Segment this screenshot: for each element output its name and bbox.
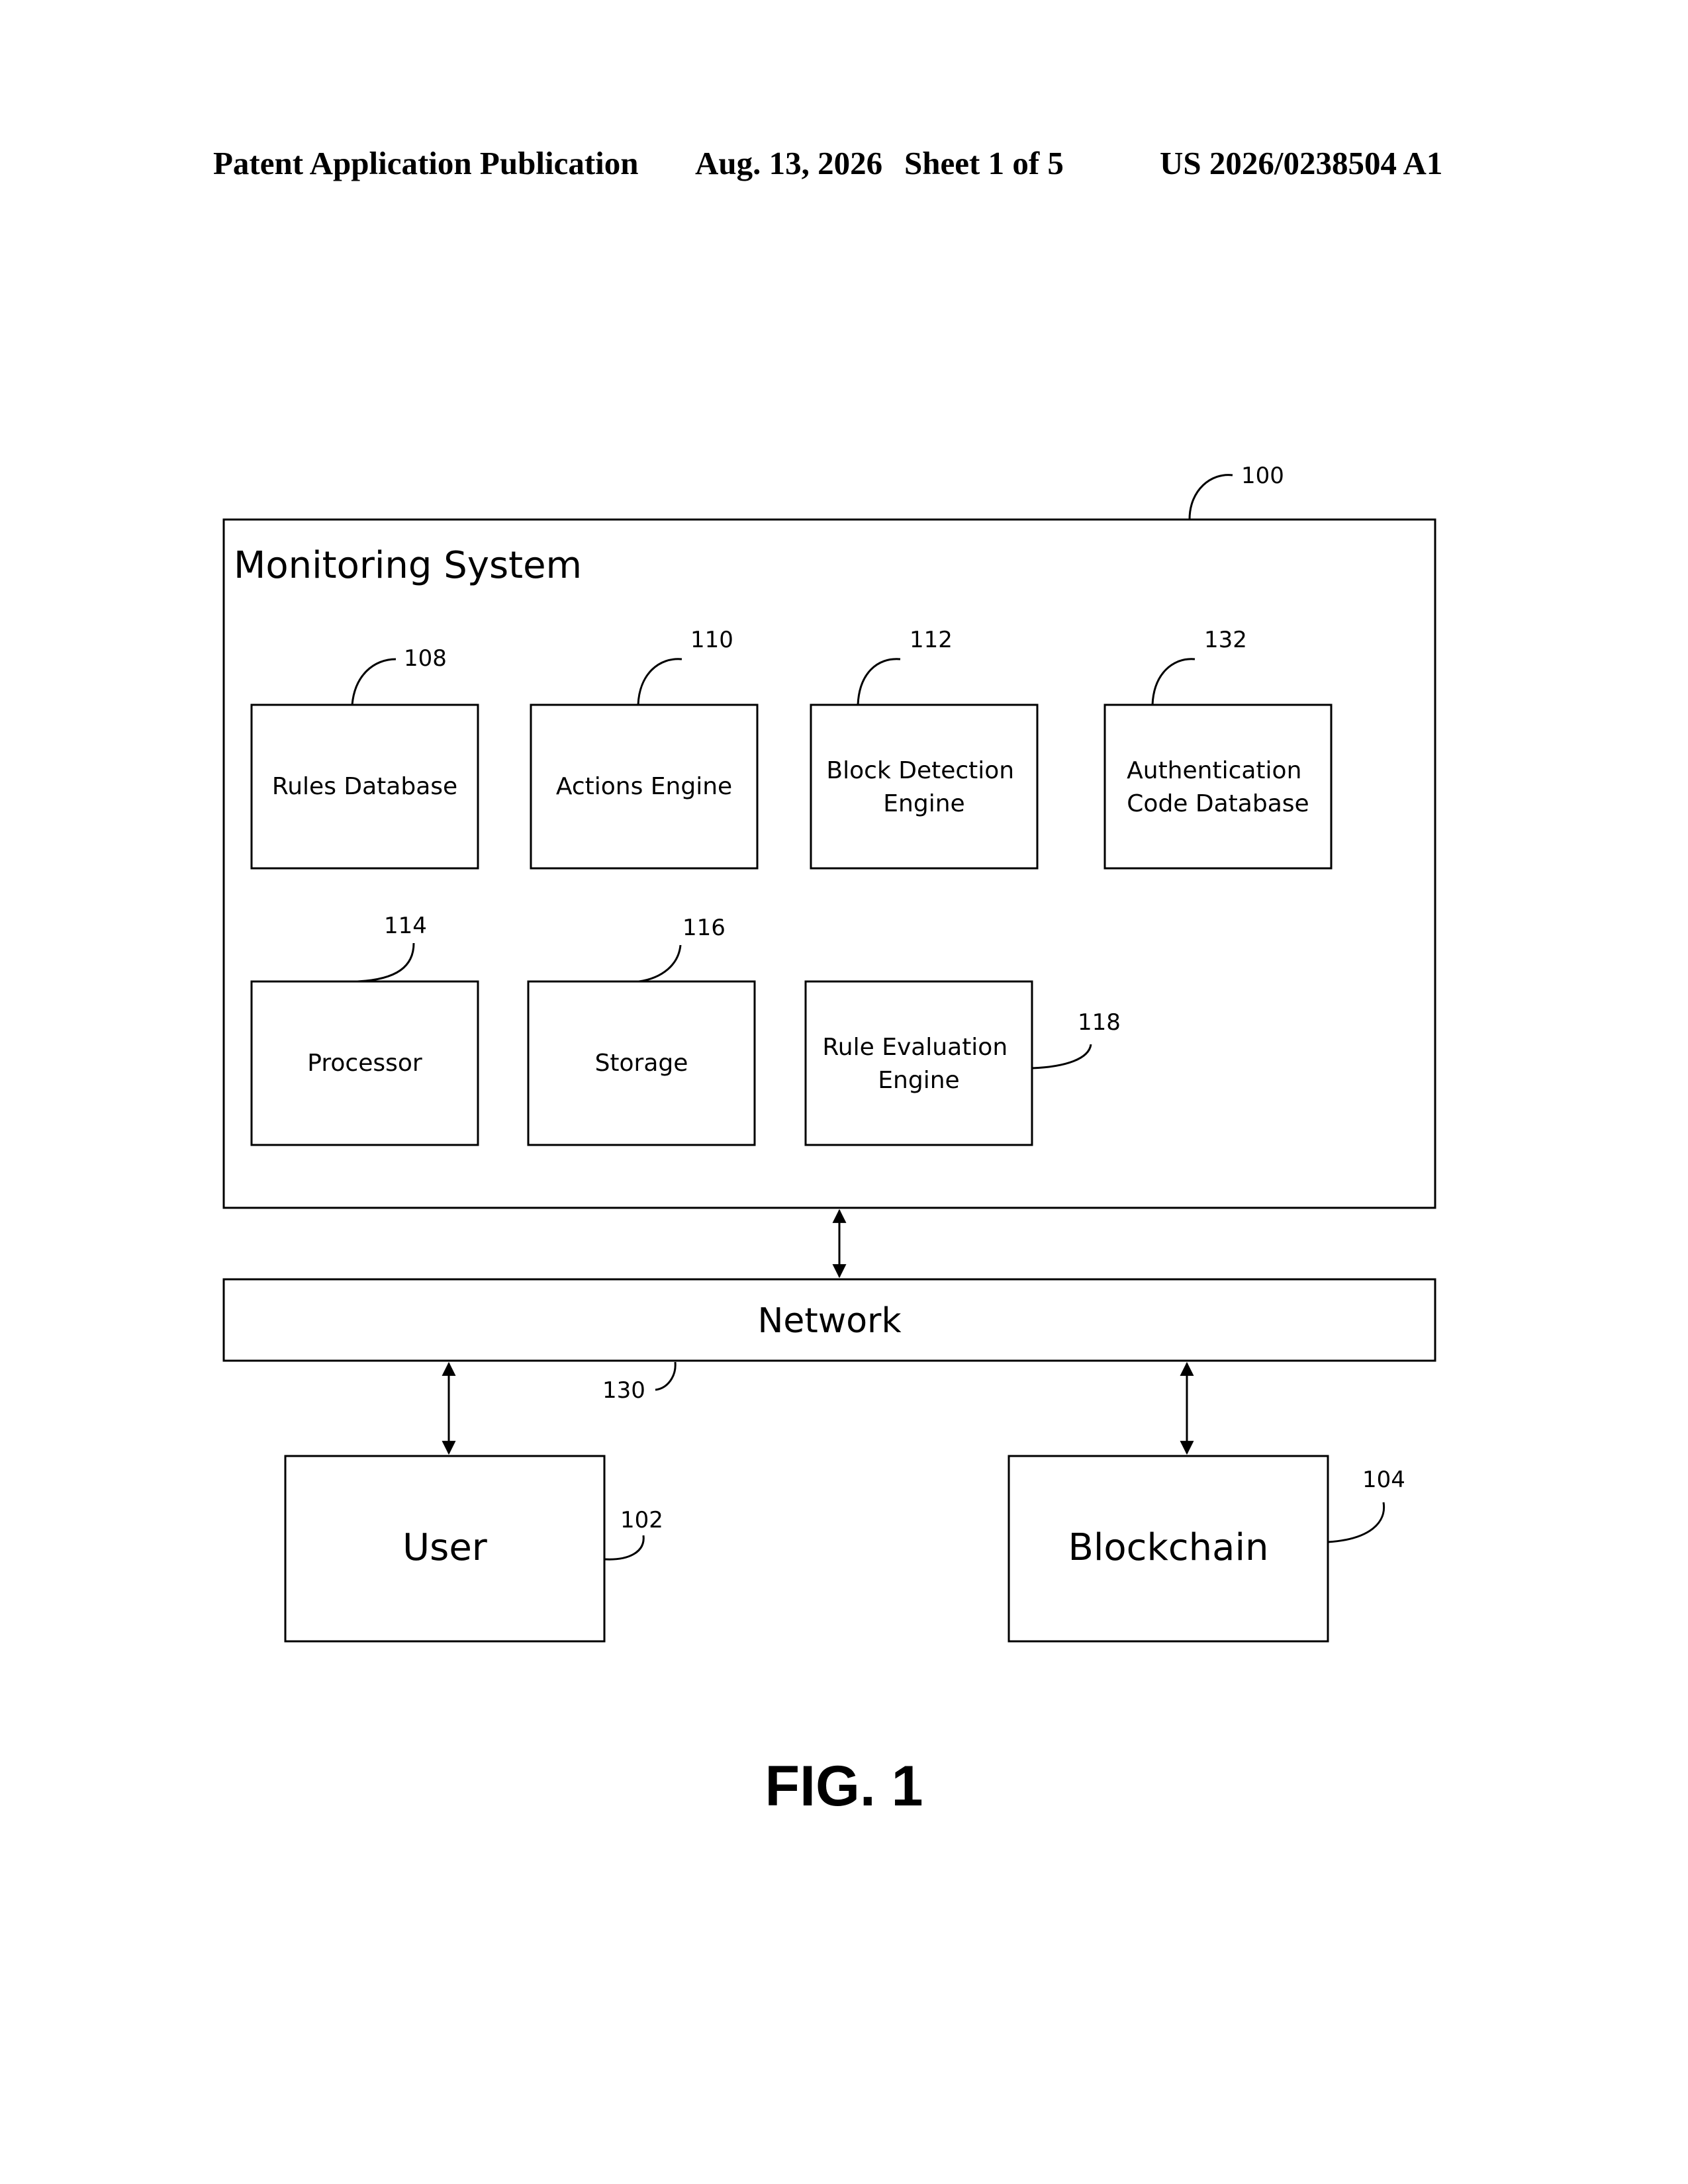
leader-line-104 (1328, 1502, 1384, 1542)
user-label: User (402, 1526, 488, 1569)
leader-line-130 (655, 1362, 675, 1390)
rules-database-label: Rules Database (272, 773, 457, 800)
actions-engine-label: Actions Engine (556, 773, 732, 800)
rule-evaluation-engine-box (806, 981, 1032, 1145)
ref-label-132: 132 (1204, 627, 1247, 653)
ref-label-102: 102 (620, 1507, 663, 1533)
leader-line-100 (1190, 475, 1233, 520)
monitoring-system-title: Monitoring System (234, 544, 582, 587)
ref-label-116: 116 (682, 915, 726, 941)
authentication-code-database-box (1105, 705, 1331, 868)
blockchain-label: Blockchain (1068, 1526, 1268, 1569)
network-label: Network (757, 1301, 901, 1341)
processor-label: Processor (307, 1050, 422, 1077)
storage-label: Storage (595, 1050, 688, 1077)
ref-label-108: 108 (404, 645, 447, 672)
ref-label-118: 118 (1078, 1009, 1121, 1036)
leader-line-102 (604, 1535, 643, 1559)
ref-label-100: 100 (1241, 463, 1284, 489)
figure-label: FIG. 1 (0, 1754, 1688, 1819)
ref-label-130: 130 (602, 1377, 645, 1404)
ref-label-110: 110 (690, 627, 733, 653)
ref-label-112: 112 (910, 627, 953, 653)
ref-label-104: 104 (1362, 1467, 1405, 1493)
block-detection-engine-box (811, 705, 1037, 868)
ref-label-114: 114 (384, 913, 427, 939)
